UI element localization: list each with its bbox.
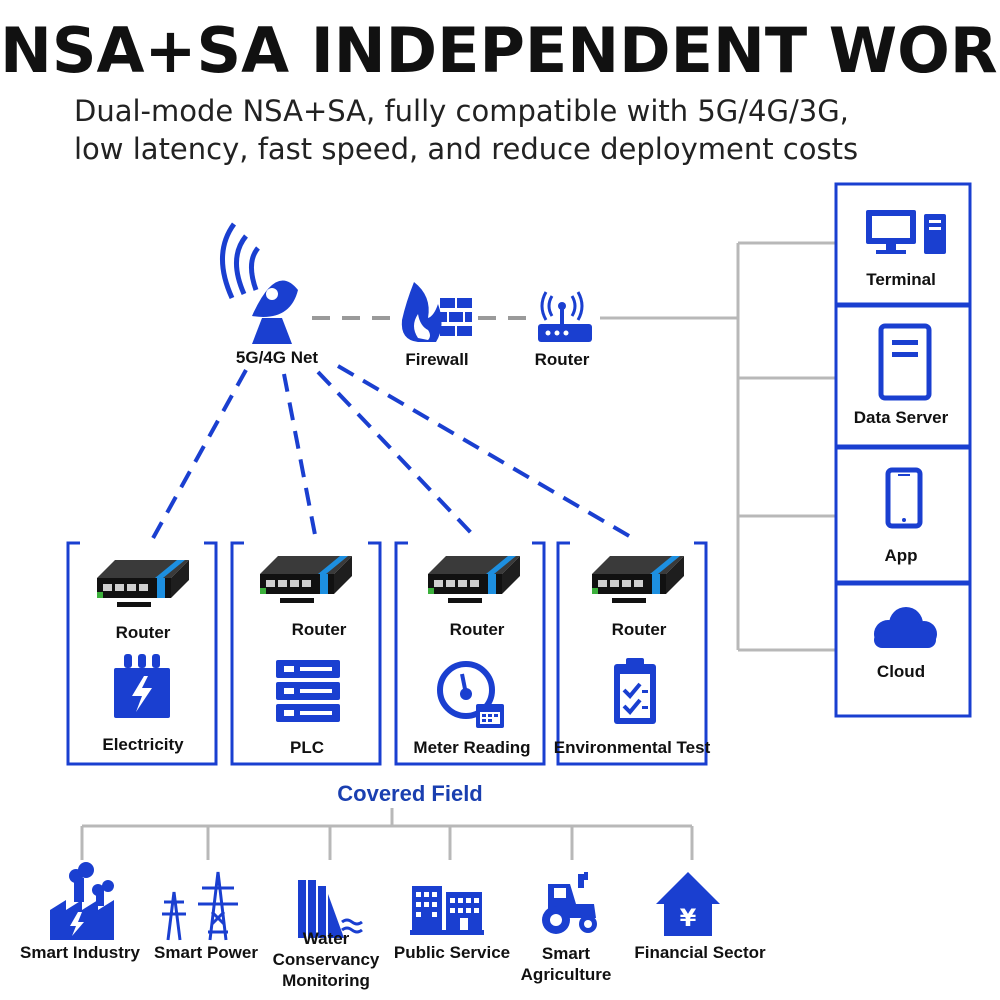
smart-agriculture-label: Smart Agriculture — [521, 943, 612, 985]
clipboard-check-icon — [614, 658, 656, 724]
covered-field-tree — [80, 808, 694, 860]
meter-reading-label: Meter Reading — [413, 738, 531, 757]
field-router-label-3: Router — [449, 620, 505, 639]
plc-label: PLC — [290, 738, 324, 757]
public-service-label: Public Service — [393, 943, 511, 962]
terminal-label: Terminal — [866, 270, 936, 289]
svg-text:¥: ¥ — [680, 904, 697, 932]
cloud-icon — [874, 607, 937, 648]
wireless-links — [150, 364, 638, 542]
data-server-label: Data Server — [853, 408, 949, 427]
covered-field-title: Covered Field — [337, 781, 483, 806]
top-router-label: Router — [534, 350, 590, 369]
right-connector-lines — [600, 241, 836, 652]
environmental-test-box — [556, 541, 708, 766]
electricity-box — [66, 541, 218, 766]
satellite-dish-icon — [220, 222, 298, 344]
field-boxes — [66, 541, 708, 766]
environmental-test-label: Environmental Test — [553, 738, 711, 757]
field-router-device-1 — [97, 560, 189, 607]
bank-icon: ¥ — [656, 872, 720, 936]
firewall-icon — [401, 282, 472, 342]
buildings-icon — [410, 886, 484, 935]
computer-icon — [866, 210, 946, 254]
tractor-icon — [542, 872, 597, 934]
cloud-label: Cloud — [876, 662, 926, 681]
transformer-icon — [114, 654, 170, 718]
field-router-device-2 — [260, 556, 352, 603]
field-router-label-2: Router — [291, 620, 347, 639]
water-conservancy-line-2: Conservancy — [272, 950, 380, 969]
field-router-device-3 — [428, 556, 520, 603]
electricity-label: Electricity — [102, 735, 184, 754]
smartphone-icon — [885, 467, 923, 529]
server-icon — [878, 323, 932, 401]
smart-industry-label: Smart Industry — [20, 943, 140, 962]
dam-icon — [298, 880, 363, 938]
subtitle-line-2: low latency, fast speed, and reduce depl… — [74, 132, 859, 166]
router-icon — [538, 291, 592, 342]
power-tower-icon — [162, 871, 238, 941]
smart-power-label: Smart Power — [154, 943, 258, 962]
smart-agriculture-line-2: Agriculture — [520, 965, 612, 984]
meter-reading-box — [394, 541, 546, 766]
meter-icon — [437, 661, 504, 728]
cloud-box — [834, 582, 972, 718]
field-router-label-1: Router — [115, 623, 171, 642]
plc-box — [230, 541, 382, 766]
app-label: App — [884, 546, 918, 565]
subtitle-line-1: Dual-mode NSA+SA, fully compatible with … — [74, 94, 849, 128]
plc-icon — [276, 660, 340, 722]
financial-sector-label: Financial Sector — [634, 943, 766, 962]
factory-icon — [50, 862, 114, 940]
smart-agriculture-line-1: Smart — [541, 944, 591, 963]
field-router-label-4: Router — [611, 620, 667, 639]
page-title: NSA+SA INDEPENDENT WORK — [0, 14, 1000, 87]
water-conservancy-label: Water Conservancy Monitoring — [273, 928, 380, 991]
field-router-device-4 — [592, 556, 684, 603]
water-conservancy-line-1: Water — [302, 929, 350, 948]
net-label: 5G/4G Net — [235, 348, 319, 367]
firewall-label: Firewall — [405, 350, 469, 369]
water-conservancy-line-3: Monitoring — [282, 971, 370, 990]
